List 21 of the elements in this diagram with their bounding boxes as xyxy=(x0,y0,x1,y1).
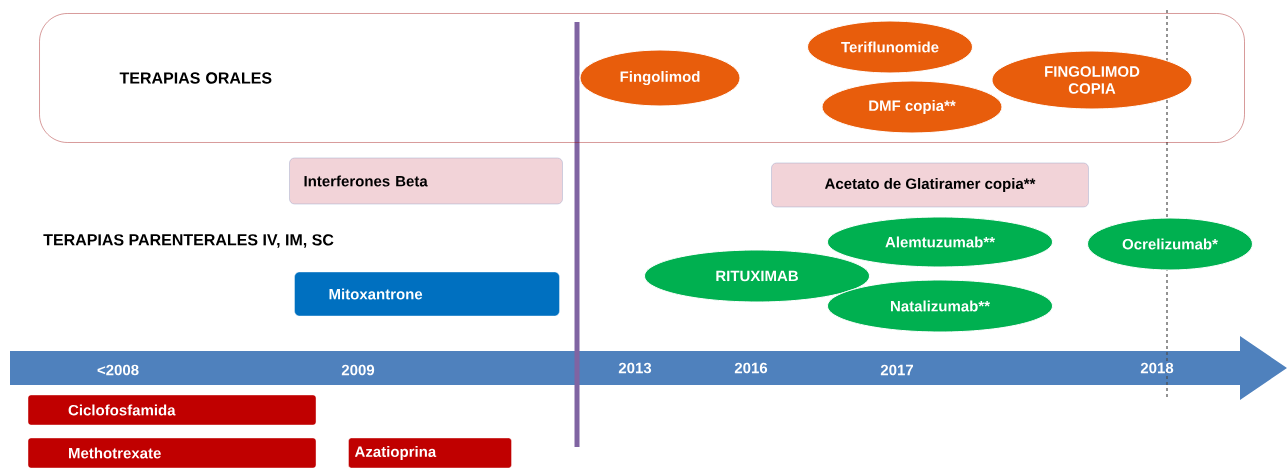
oval-tag: Ocrelizumab* xyxy=(1087,217,1253,271)
year-label: <2008 xyxy=(97,364,139,376)
year-label: 2018 xyxy=(1140,362,1174,374)
oval-tag: DMF copia** xyxy=(821,80,1003,134)
year-label: 2013 xyxy=(618,362,652,374)
year-label: 2009 xyxy=(341,364,375,376)
oval-tag: Fingolimod xyxy=(579,49,741,107)
oval-tag: Teriflunomide xyxy=(807,20,973,74)
therapy-box: Acetato de Glatiramer copia** xyxy=(771,162,1089,208)
therapy-box: Methotrexate xyxy=(27,437,317,469)
oval-tag: Alemtuzumab** xyxy=(827,216,1053,268)
oval-tag: FINGOLIMOD COPIA xyxy=(991,50,1193,110)
year-label: 2017 xyxy=(880,364,914,376)
therapy-box: Interferones Beta xyxy=(289,157,563,205)
oval-tag: RITUXIMAB xyxy=(644,249,870,303)
therapy-box: Mitoxantrone xyxy=(294,271,560,317)
oval-tag: Natalizumab** xyxy=(827,279,1053,333)
section-heading: TERAPIAS PARENTERALES IV, IM, SC xyxy=(43,234,334,248)
therapy-box: Azatioprina xyxy=(348,437,512,469)
year-label: 2016 xyxy=(734,362,768,374)
therapy-box: Ciclofosfamida xyxy=(27,394,317,426)
